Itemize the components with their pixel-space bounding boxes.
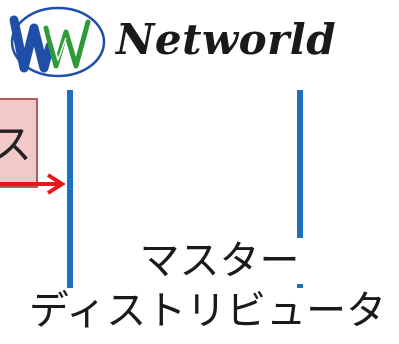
red-arrow-icon: [0, 173, 66, 195]
left-box-text: ス: [0, 120, 33, 169]
left-box: ス: [0, 98, 38, 188]
networld-nw-logo-icon: [9, 6, 106, 78]
distributor-title-1: マスター: [135, 238, 304, 284]
networld-logo: Networld: [0, 0, 399, 90]
distributor-label-line-1: マスター: [0, 236, 399, 286]
logo-wordmark: Networld: [116, 15, 337, 64]
distributor-title-2: ディストリビュータ: [24, 288, 391, 334]
distributor-label-line-2: ディストリビュータ: [0, 286, 399, 336]
